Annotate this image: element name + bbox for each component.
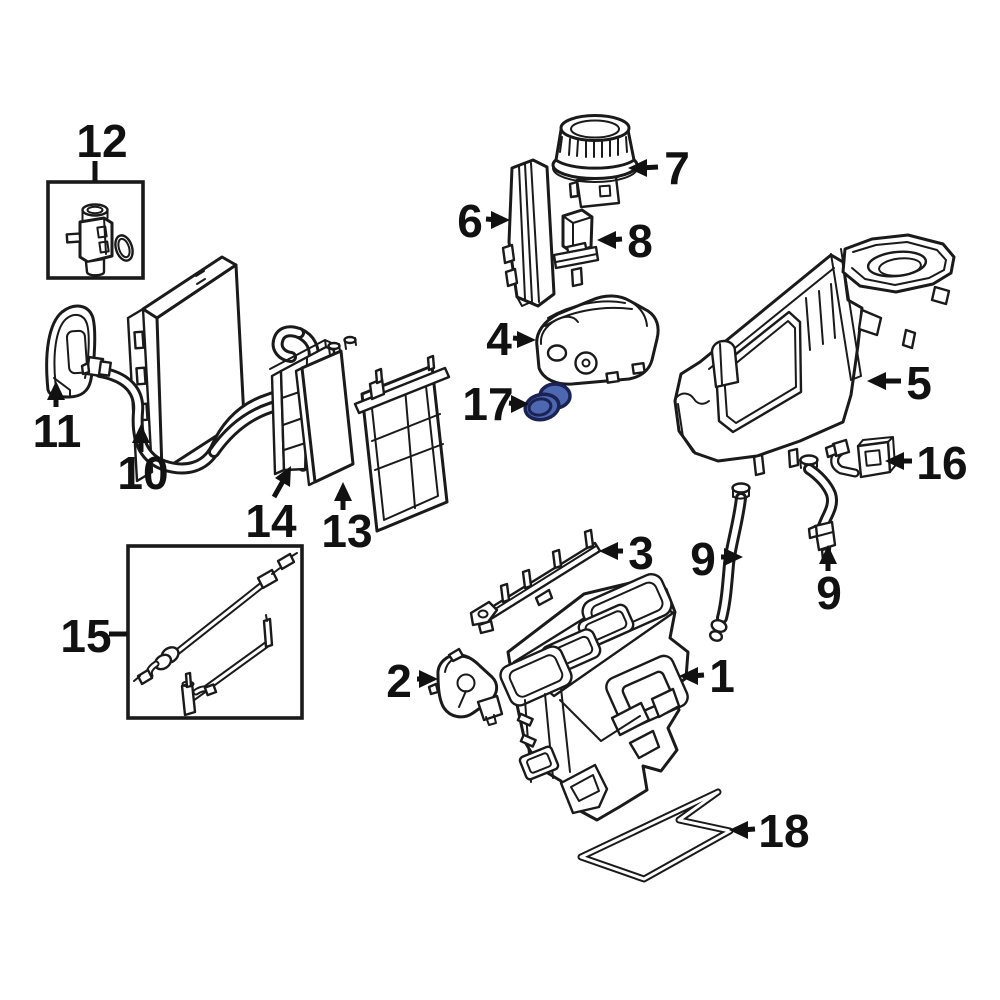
label-10: 10 xyxy=(117,447,168,499)
label-3: 3 xyxy=(628,527,654,579)
label-1: 1 xyxy=(709,650,735,702)
label-9-left: 9 xyxy=(690,533,716,585)
label-2: 2 xyxy=(386,655,412,707)
part-9-drain-hose-left xyxy=(708,482,751,642)
part-9-drain-hose-right xyxy=(799,454,839,562)
part-5-blower-housing xyxy=(673,233,956,477)
label-6: 6 xyxy=(457,195,483,247)
part-16-bracket xyxy=(824,436,896,479)
part-8-sensor xyxy=(552,208,600,288)
part-3-mounting-bracket-rail xyxy=(469,528,602,635)
label-9-right: 9 xyxy=(816,567,842,619)
label-18: 18 xyxy=(758,805,809,857)
part-15-linkage-rod-kit xyxy=(126,544,304,720)
part-12-expansion-valve-kit xyxy=(46,180,145,280)
part-labels: 12 7 6 8 4 17 5 11 10 14 13 16 9 9 15 3 … xyxy=(33,115,968,857)
label-5: 5 xyxy=(906,357,932,409)
part-13-filter-frame xyxy=(294,335,451,533)
arrow-14 xyxy=(271,479,286,499)
label-14: 14 xyxy=(245,495,297,547)
part-2-actuator-motor xyxy=(427,647,504,726)
label-12: 12 xyxy=(76,115,127,167)
label-7: 7 xyxy=(664,142,690,194)
part-7-blower-motor xyxy=(551,114,639,209)
grommet-inner-ring xyxy=(527,397,553,417)
label-4: 4 xyxy=(486,313,512,365)
part-18-case-seal-gasket xyxy=(577,788,734,883)
part-17-seal-grommet-highlighted xyxy=(523,382,572,422)
label-16: 16 xyxy=(916,437,967,489)
part-1-hvac-distribution-case xyxy=(499,573,690,822)
label-13: 13 xyxy=(321,505,372,557)
label-17: 17 xyxy=(462,378,513,430)
label-15: 15 xyxy=(60,610,111,662)
label-11: 11 xyxy=(33,405,82,457)
label-8: 8 xyxy=(627,215,653,267)
part-6-auxiliary-element xyxy=(501,158,556,308)
part-4-intake-duct xyxy=(535,294,660,386)
callout-arrows xyxy=(47,159,912,839)
